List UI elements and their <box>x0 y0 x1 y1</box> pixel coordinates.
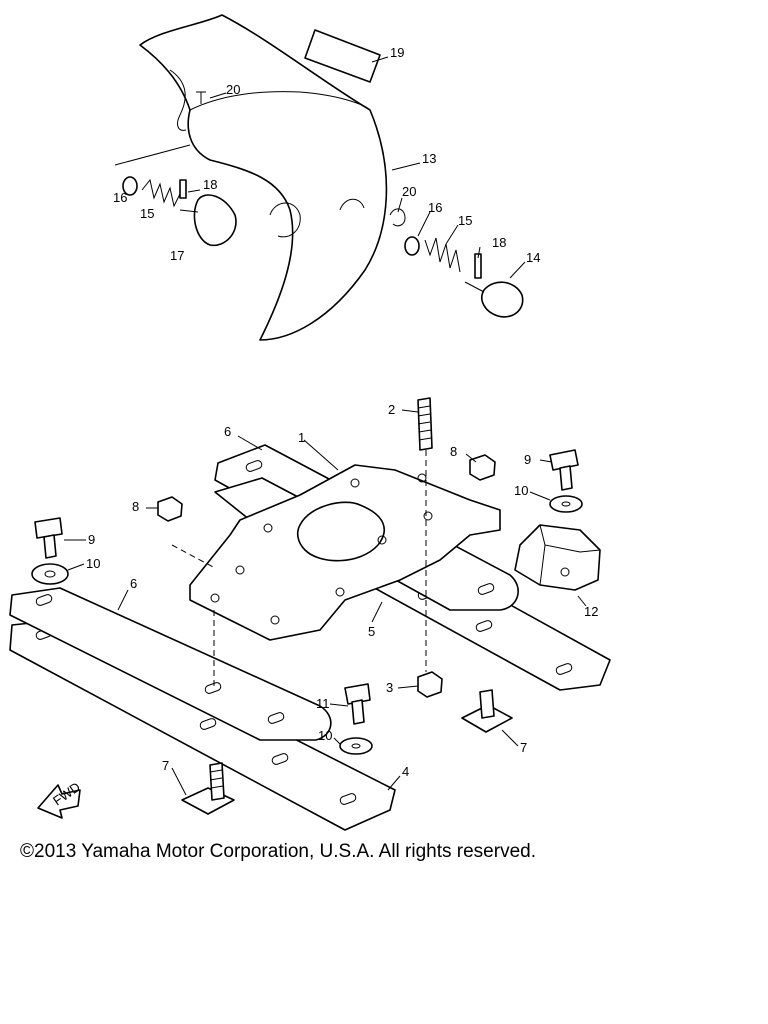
callout-3: 3 <box>386 680 393 695</box>
knob-right-shaft <box>464 281 485 293</box>
strap-5-slot-b <box>475 620 493 632</box>
main-bracket-hole-d <box>210 593 220 603</box>
strap-6-left-slot-a <box>35 594 53 606</box>
cowl-mount-boss <box>339 198 365 211</box>
washer-10-right-hole <box>561 501 571 507</box>
strap-4-slot-b <box>199 718 217 730</box>
bolt-9-left <box>34 517 63 559</box>
washer-10-left <box>31 563 69 585</box>
rivet-top <box>196 91 206 104</box>
washer-left <box>122 176 138 196</box>
knob-left-shaft <box>179 209 199 213</box>
main-bracket-hole-a <box>350 478 360 488</box>
callout-10-right: 10 <box>514 483 528 498</box>
washer-10-right <box>549 495 583 513</box>
spring-right <box>424 237 461 273</box>
cowl-left-edge-line <box>114 144 191 166</box>
main-bracket-hole-c <box>235 565 245 575</box>
callout-18-left: 18 <box>203 177 217 192</box>
cowl-inner-edge <box>189 91 371 111</box>
callout-19: 19 <box>390 45 404 60</box>
callout-6-top: 6 <box>224 424 231 439</box>
callout-2: 2 <box>388 402 395 417</box>
callout-7-left: 7 <box>162 758 169 773</box>
main-bracket-cutout <box>296 501 385 562</box>
mount-assembly: FWD <box>9 397 611 831</box>
rubber-mount-hole <box>560 567 570 577</box>
main-bracket-hole-b <box>263 523 273 533</box>
callout-1: 1 <box>298 430 305 445</box>
knob-right <box>481 281 524 318</box>
callout-6-left: 6 <box>130 576 137 591</box>
stud-bolt-2-thread <box>417 405 432 441</box>
main-bracket-hole-f <box>377 535 387 545</box>
callout-20-top: 20 <box>226 82 240 97</box>
callout-10-left: 10 <box>86 556 100 571</box>
callout-7-right: 7 <box>520 740 527 755</box>
callout-12: 12 <box>584 604 598 619</box>
callout-18-right: 18 <box>492 235 506 250</box>
emblem-plate <box>304 29 381 83</box>
align-line-c <box>171 544 216 569</box>
washer-10-left-hole <box>44 570 56 578</box>
callout-17: 17 <box>170 248 184 263</box>
nut-8-right <box>469 454 496 481</box>
callout-9-left: 9 <box>88 532 95 547</box>
callout-8-right: 8 <box>450 444 457 459</box>
main-bracket-hole-g <box>417 473 427 483</box>
bottom-leaders <box>64 409 587 796</box>
callout-14: 14 <box>526 250 540 265</box>
callout-8-left: 8 <box>132 499 139 514</box>
clip-right <box>389 208 406 227</box>
rubber-mount <box>514 524 601 591</box>
washer-10-lower-hole <box>351 743 361 749</box>
nut-8-left <box>157 496 183 522</box>
callout-16-right: 16 <box>428 200 442 215</box>
main-bracket-hole-i <box>335 587 345 597</box>
strap-6-top-slot-b <box>477 583 495 595</box>
spring-left <box>141 178 181 208</box>
callout-20-right: 20 <box>402 184 416 199</box>
callout-5: 5 <box>368 624 375 639</box>
strap-5-slot-c <box>555 663 573 675</box>
callout-labels: 19 20 13 18 16 15 17 20 16 15 18 14 2 1 … <box>86 45 598 779</box>
cowl-side-opening <box>269 202 301 238</box>
callout-4: 4 <box>402 764 409 779</box>
bolt-9-right <box>549 449 579 491</box>
t-bolt-7-right <box>461 689 513 733</box>
t-bolt-7-left <box>181 762 235 815</box>
washer-right <box>404 236 420 256</box>
callout-15-left: 15 <box>140 206 154 221</box>
callout-9-right: 9 <box>524 452 531 467</box>
stud-bolt-2 <box>417 397 433 451</box>
main-bracket-hole-e <box>270 615 280 625</box>
knob-left <box>193 194 237 247</box>
pin-left <box>179 179 187 199</box>
callout-11: 11 <box>316 696 330 711</box>
copyright-notice: ©2013 Yamaha Motor Corporation, U.S.A. A… <box>20 841 536 862</box>
strap-4-slot-d <box>339 793 357 805</box>
strap-4-slot-c <box>271 753 289 765</box>
cowl-bracket <box>169 69 187 131</box>
strap-6-top-slot-a <box>245 460 263 472</box>
nut-3 <box>417 671 443 698</box>
fwd-arrow-icon: FWD <box>37 779 83 819</box>
callout-13: 13 <box>422 151 436 166</box>
callout-10-lower: 10 <box>318 728 332 743</box>
parts-diagram: FWD 19 20 13 18 16 15 17 20 16 15 18 <box>9 14 611 831</box>
strap-6-left <box>9 587 332 741</box>
bolt-11 <box>344 683 371 725</box>
cowl-assembly <box>114 14 524 341</box>
washer-10-lower <box>339 737 373 755</box>
callout-16-left: 16 <box>113 190 127 205</box>
strap-6-left-slot-c <box>267 712 285 724</box>
callout-15-right: 15 <box>458 213 472 228</box>
top-leaders <box>187 56 526 279</box>
cowl-body <box>139 14 388 341</box>
rubber-mount-detail <box>539 524 601 586</box>
main-bracket-hole-h <box>423 511 433 521</box>
strap-6-left-slot-b <box>204 682 222 694</box>
